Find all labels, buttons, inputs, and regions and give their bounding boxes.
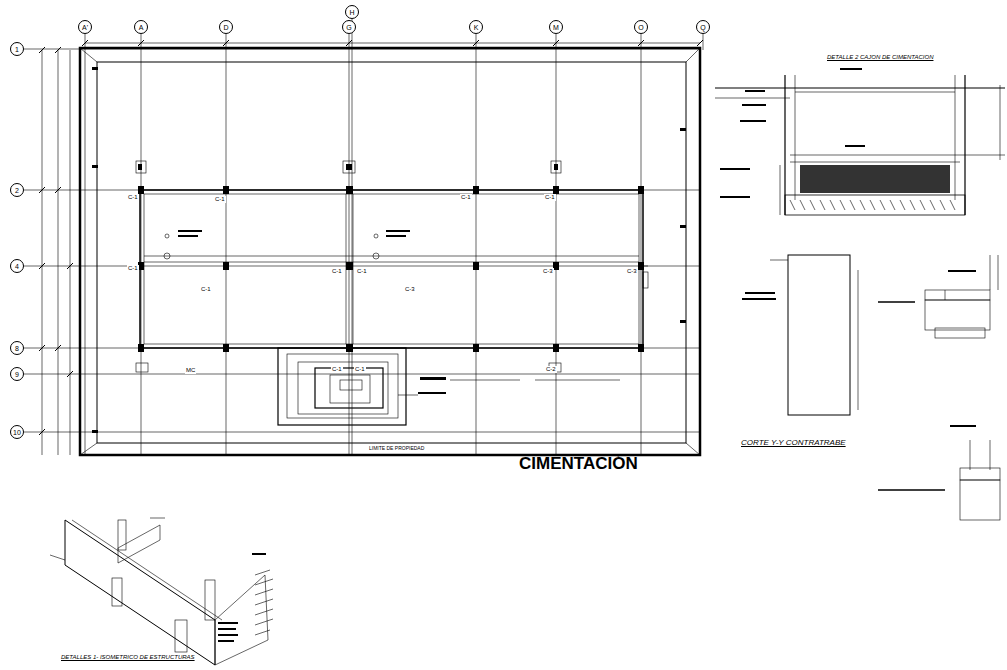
grid-bubble: 2 — [10, 183, 24, 197]
grid-axis-label: 2 — [15, 187, 19, 194]
element-mark: C-1 — [356, 268, 368, 275]
detail-caption: DETALLE 2 CAJON DE CIMENTACION — [826, 54, 934, 61]
grid-bubble: A — [134, 20, 148, 34]
grid-bubble: D — [219, 20, 233, 34]
element-mark: C-1 — [127, 265, 139, 272]
grid-bubble: K — [469, 20, 483, 34]
element-mark: LIMITE DE PROPIEDAD — [368, 446, 425, 452]
grid-bubble: 1 — [10, 42, 24, 56]
grid-bubble: M — [549, 20, 563, 34]
grid-bubble: G — [342, 20, 356, 34]
grid-axis-label: K — [474, 24, 479, 31]
element-mark: C-3 — [404, 286, 416, 293]
grid-bubble: 8 — [10, 341, 24, 355]
drawing-title: CIMENTACIÓN — [519, 455, 638, 474]
element-mark: C-1 — [127, 194, 139, 201]
detail-caption: CORTE Y-Y CONTRATRABE — [740, 439, 847, 448]
grid-axis-label: 9 — [15, 371, 19, 378]
element-mark: C-1 — [460, 194, 472, 201]
grid-axis-label: Q — [700, 24, 705, 31]
grid-axis-label: 1 — [15, 46, 19, 53]
element-mark: C-2 — [545, 366, 557, 373]
grid-axis-label: 10 — [13, 429, 21, 436]
grid-axis-label: D — [223, 24, 228, 31]
grid-bubble: 9 — [10, 367, 24, 381]
grid-bubble: O — [634, 20, 648, 34]
element-mark: C-1 — [214, 196, 226, 203]
element-mark: C-1 — [354, 366, 366, 373]
element-mark: C-3 — [626, 268, 638, 275]
grid-bubble: 4 — [10, 259, 24, 273]
grid-bubble: 10 — [10, 425, 24, 439]
element-mark: MC — [185, 367, 196, 374]
grid-axis-label: A — [139, 24, 144, 31]
element-mark: C-1 — [544, 194, 556, 201]
element-mark: C-1 — [200, 286, 212, 293]
grid-bubble: A' — [78, 20, 92, 34]
grid-axis-label: A' — [82, 24, 88, 31]
grid-axis-label: 4 — [15, 263, 19, 270]
grid-axis-label: G — [346, 24, 351, 31]
grid-axis-label: 8 — [15, 345, 19, 352]
grid-axis-label: M — [553, 24, 559, 31]
grid-bubble: H — [345, 5, 359, 19]
element-mark: C-3 — [542, 268, 554, 275]
grid-bubble: Q — [696, 20, 710, 34]
grid-axis-label: H — [349, 9, 354, 16]
element-mark: C-1 — [331, 268, 343, 275]
detail-caption: DETALLES 1- ISOMETRICO DE ESTRUCTURAS — [60, 654, 196, 661]
element-mark: C-1 — [331, 366, 343, 373]
grid-axis-label: O — [638, 24, 643, 31]
